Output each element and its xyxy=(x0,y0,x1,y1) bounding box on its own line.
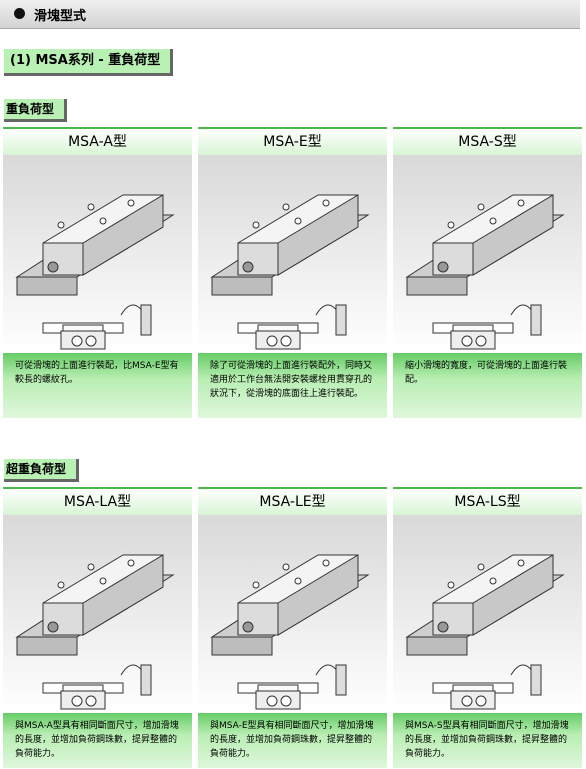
linear-guide-drawing xyxy=(15,194,175,350)
section-title: (1) MSA系列 - 重負荷型 xyxy=(4,49,174,76)
card-description: 除了可從滑塊的上面進行裝配外，同時又適用於工作台無法開安裝螺栓用貫穿孔的狀況下，… xyxy=(198,353,387,418)
slider-block-illustration xyxy=(393,155,582,353)
product-card-msa-e: MSA-E型 除了可從滑塊的上面進行裝配外，同時又適用於工作台無法開安裝螺栓用貫… xyxy=(198,127,387,418)
product-card-msa-ls: MSA-LS型 與MSA-S型具有相同斷面尺寸，增加滑塊的長度，並增加負荷鋼珠數… xyxy=(393,487,582,768)
linear-guide-drawing xyxy=(210,554,370,710)
slider-block-illustration xyxy=(3,155,192,353)
card-title: MSA-LE型 xyxy=(198,487,387,515)
card-description: 縮小滑塊的寬度，可從滑塊的上面進行裝配。 xyxy=(393,353,582,418)
linear-guide-drawing xyxy=(405,554,565,710)
slider-block-illustration xyxy=(393,515,582,713)
top-header-bar: 滑塊型式 xyxy=(0,0,580,29)
group-title-heavy: 重負荷型 xyxy=(4,99,68,122)
product-card-msa-s: MSA-S型 縮小滑塊的寬度，可從滑塊的上面進行裝配。 xyxy=(393,127,582,418)
card-title: MSA-A型 xyxy=(3,127,192,155)
slider-block-illustration xyxy=(3,515,192,713)
product-card-msa-la: MSA-LA型 與MSA-A型具有相同斷面尺寸，增加滑塊的長度，並增加負荷鋼珠數… xyxy=(3,487,192,768)
card-description: 可從滑塊的上面進行裝配，比MSA-E型有較長的螺紋孔。 xyxy=(3,353,192,418)
slider-block-illustration xyxy=(198,515,387,713)
card-description: 與MSA-S型具有相同斷面尺寸，增加滑塊的長度，並增加負荷鋼珠數，提昇整體的負荷… xyxy=(393,713,582,768)
card-title: MSA-S型 xyxy=(393,127,582,155)
card-title: MSA-E型 xyxy=(198,127,387,155)
bullet-icon xyxy=(14,8,25,19)
group-title-super-heavy: 超重負荷型 xyxy=(4,459,80,482)
card-description: 與MSA-E型具有相同斷面尺寸，增加滑塊的長度，並增加負荷鋼珠數，提昇整體的負荷… xyxy=(198,713,387,768)
product-card-msa-le: MSA-LE型 與MSA-E型具有相同斷面尺寸，增加滑塊的長度，並增加負荷鋼珠數… xyxy=(198,487,387,768)
linear-guide-drawing xyxy=(405,194,565,350)
page-title: 滑塊型式 xyxy=(34,9,87,24)
card-description: 與MSA-A型具有相同斷面尺寸，增加滑塊的長度，並增加負荷鋼珠數，提昇整體的負荷… xyxy=(3,713,192,768)
card-title: MSA-LS型 xyxy=(393,487,582,515)
product-card-msa-a: MSA-A型 可從滑塊的上面進行裝配，比MSA-E型有較長的螺紋孔。 xyxy=(3,127,192,418)
slider-block-illustration xyxy=(198,155,387,353)
linear-guide-drawing xyxy=(210,194,370,350)
card-title: MSA-LA型 xyxy=(3,487,192,515)
linear-guide-drawing xyxy=(15,554,175,710)
